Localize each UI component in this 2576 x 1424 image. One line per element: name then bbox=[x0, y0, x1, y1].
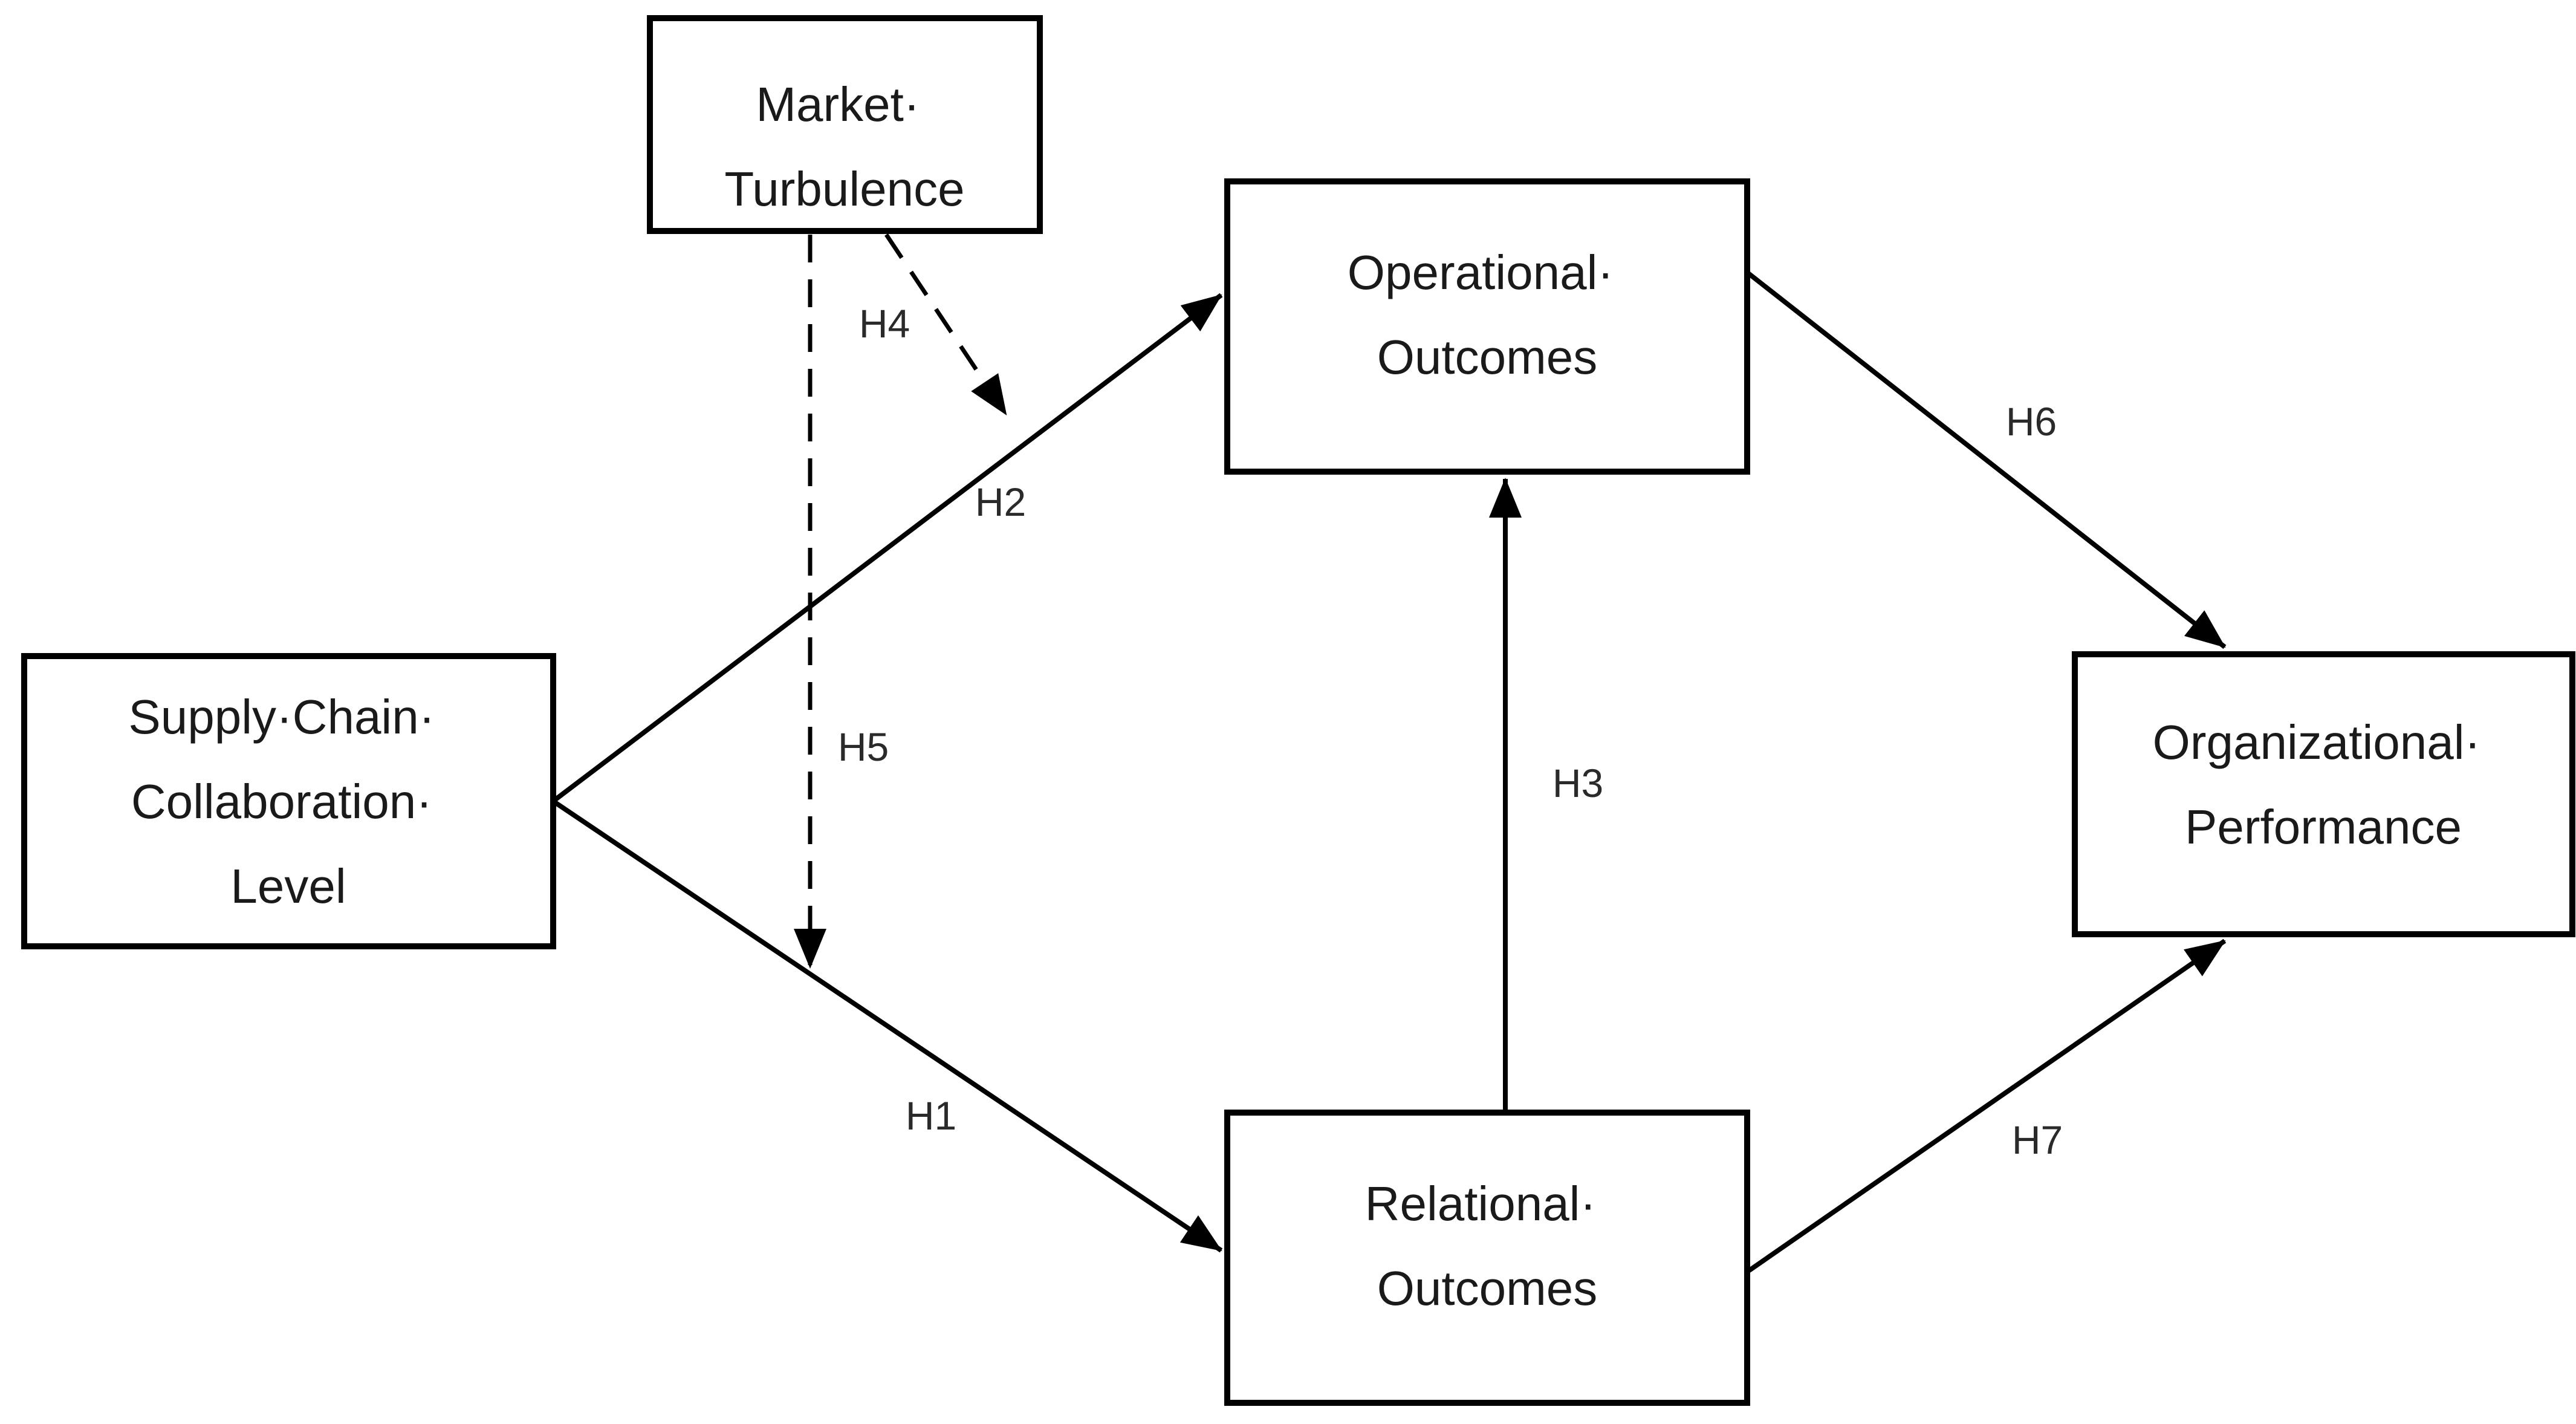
arrow-h4-dashed bbox=[884, 233, 1007, 415]
arrow-h6 bbox=[1747, 271, 2227, 649]
organizational-performance-label-line2: Performance bbox=[2185, 800, 2462, 854]
arrow-h2 bbox=[551, 293, 1223, 804]
relational-outcomes-box bbox=[1224, 1110, 1750, 1406]
edge-label-h7: H7 bbox=[2012, 1117, 2063, 1162]
operational-outcomes-box bbox=[1224, 178, 1750, 475]
operational-outcomes-label: Operational· Outcomes bbox=[1348, 245, 1627, 384]
operational-outcomes-label-line1: Operational· bbox=[1348, 245, 1614, 299]
market-turbulence-label-line2: Turbulence bbox=[724, 162, 964, 216]
edge-label-h2: H2 bbox=[975, 480, 1026, 524]
node-organizational-performance: Organizational· Performance bbox=[2072, 651, 2575, 937]
relational-outcomes-label-line2: Outcomes bbox=[1377, 1261, 1598, 1315]
sccl-label-line1: Supply·Chain· bbox=[128, 690, 435, 744]
organizational-performance-label: Organizational· Performance bbox=[2153, 715, 2494, 854]
arrow-h7 bbox=[1747, 938, 2227, 1273]
edge-label-h1: H1 bbox=[906, 1093, 956, 1138]
arrow-h1 bbox=[551, 799, 1223, 1253]
organizational-performance-label-line1: Organizational· bbox=[2153, 715, 2481, 769]
relational-outcomes-label: Relational· Outcomes bbox=[1365, 1177, 1610, 1315]
edge-label-h3: H3 bbox=[1552, 761, 1603, 805]
node-market-turbulence: Market· Turbulence bbox=[647, 15, 1043, 234]
market-turbulence-label-line1: Market· bbox=[756, 77, 920, 131]
node-supply-chain-collaboration-level: Supply·Chain· Collaboration· Level bbox=[21, 653, 556, 949]
organizational-performance-box bbox=[2072, 651, 2575, 937]
sccl-label-line2: Collaboration· bbox=[131, 775, 432, 828]
sccl-label-line3: Level bbox=[230, 859, 346, 913]
node-operational-outcomes: Operational· Outcomes bbox=[1224, 178, 1750, 475]
edge-label-h4: H4 bbox=[859, 301, 910, 346]
market-turbulence-label: Market· Turbulence bbox=[724, 77, 964, 216]
edge-label-h5: H5 bbox=[838, 724, 889, 769]
supply-chain-collaboration-level-box bbox=[21, 653, 556, 949]
edge-label-h6: H6 bbox=[2006, 399, 2057, 444]
supply-chain-collaboration-level-label: Supply·Chain· Collaboration· Level bbox=[128, 690, 448, 913]
relational-outcomes-label-line1: Relational· bbox=[1365, 1177, 1596, 1231]
node-relational-outcomes: Relational· Outcomes bbox=[1224, 1110, 1750, 1406]
operational-outcomes-label-line2: Outcomes bbox=[1377, 330, 1598, 384]
market-turbulence-box bbox=[647, 15, 1043, 234]
